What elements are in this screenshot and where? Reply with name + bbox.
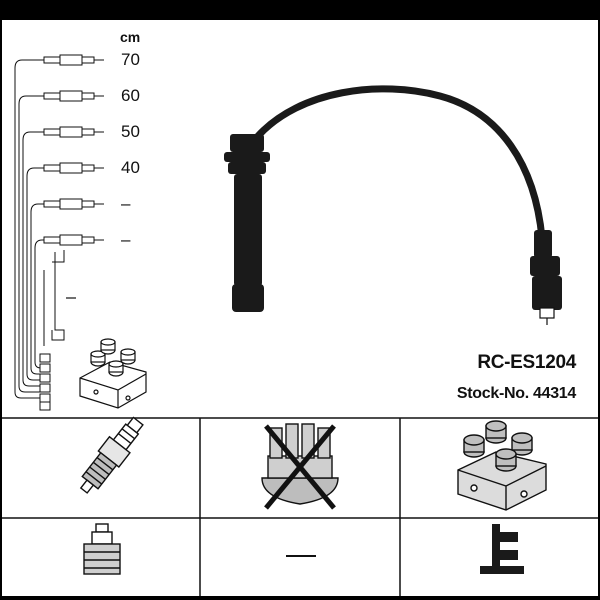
spark-plug-icon bbox=[79, 416, 144, 494]
lead-length-6: – bbox=[121, 230, 131, 249]
ignition-cable-icon bbox=[224, 85, 562, 325]
ignition-lead-set-icon bbox=[14, 54, 147, 411]
distributor-cap-icon bbox=[261, 423, 339, 510]
grid-lines bbox=[2, 417, 598, 596]
lead-length-5: – bbox=[121, 194, 131, 213]
lead-length-3: 50 bbox=[121, 122, 140, 141]
ignition-coil-icon bbox=[457, 420, 547, 511]
unit-label: cm bbox=[120, 29, 141, 45]
lead-connector bbox=[43, 54, 104, 246]
terminal-icon bbox=[480, 524, 524, 574]
stock-number: Stock-No. 44314 bbox=[456, 385, 576, 402]
lead-length-4: 40 bbox=[121, 158, 140, 177]
product-code: RC-ES1204 bbox=[477, 352, 576, 373]
plug-connector-icon bbox=[83, 523, 121, 575]
lead-length-1: 70 bbox=[121, 50, 140, 69]
coil-pack-small bbox=[79, 338, 147, 409]
lead-length-2: 60 bbox=[121, 86, 140, 105]
